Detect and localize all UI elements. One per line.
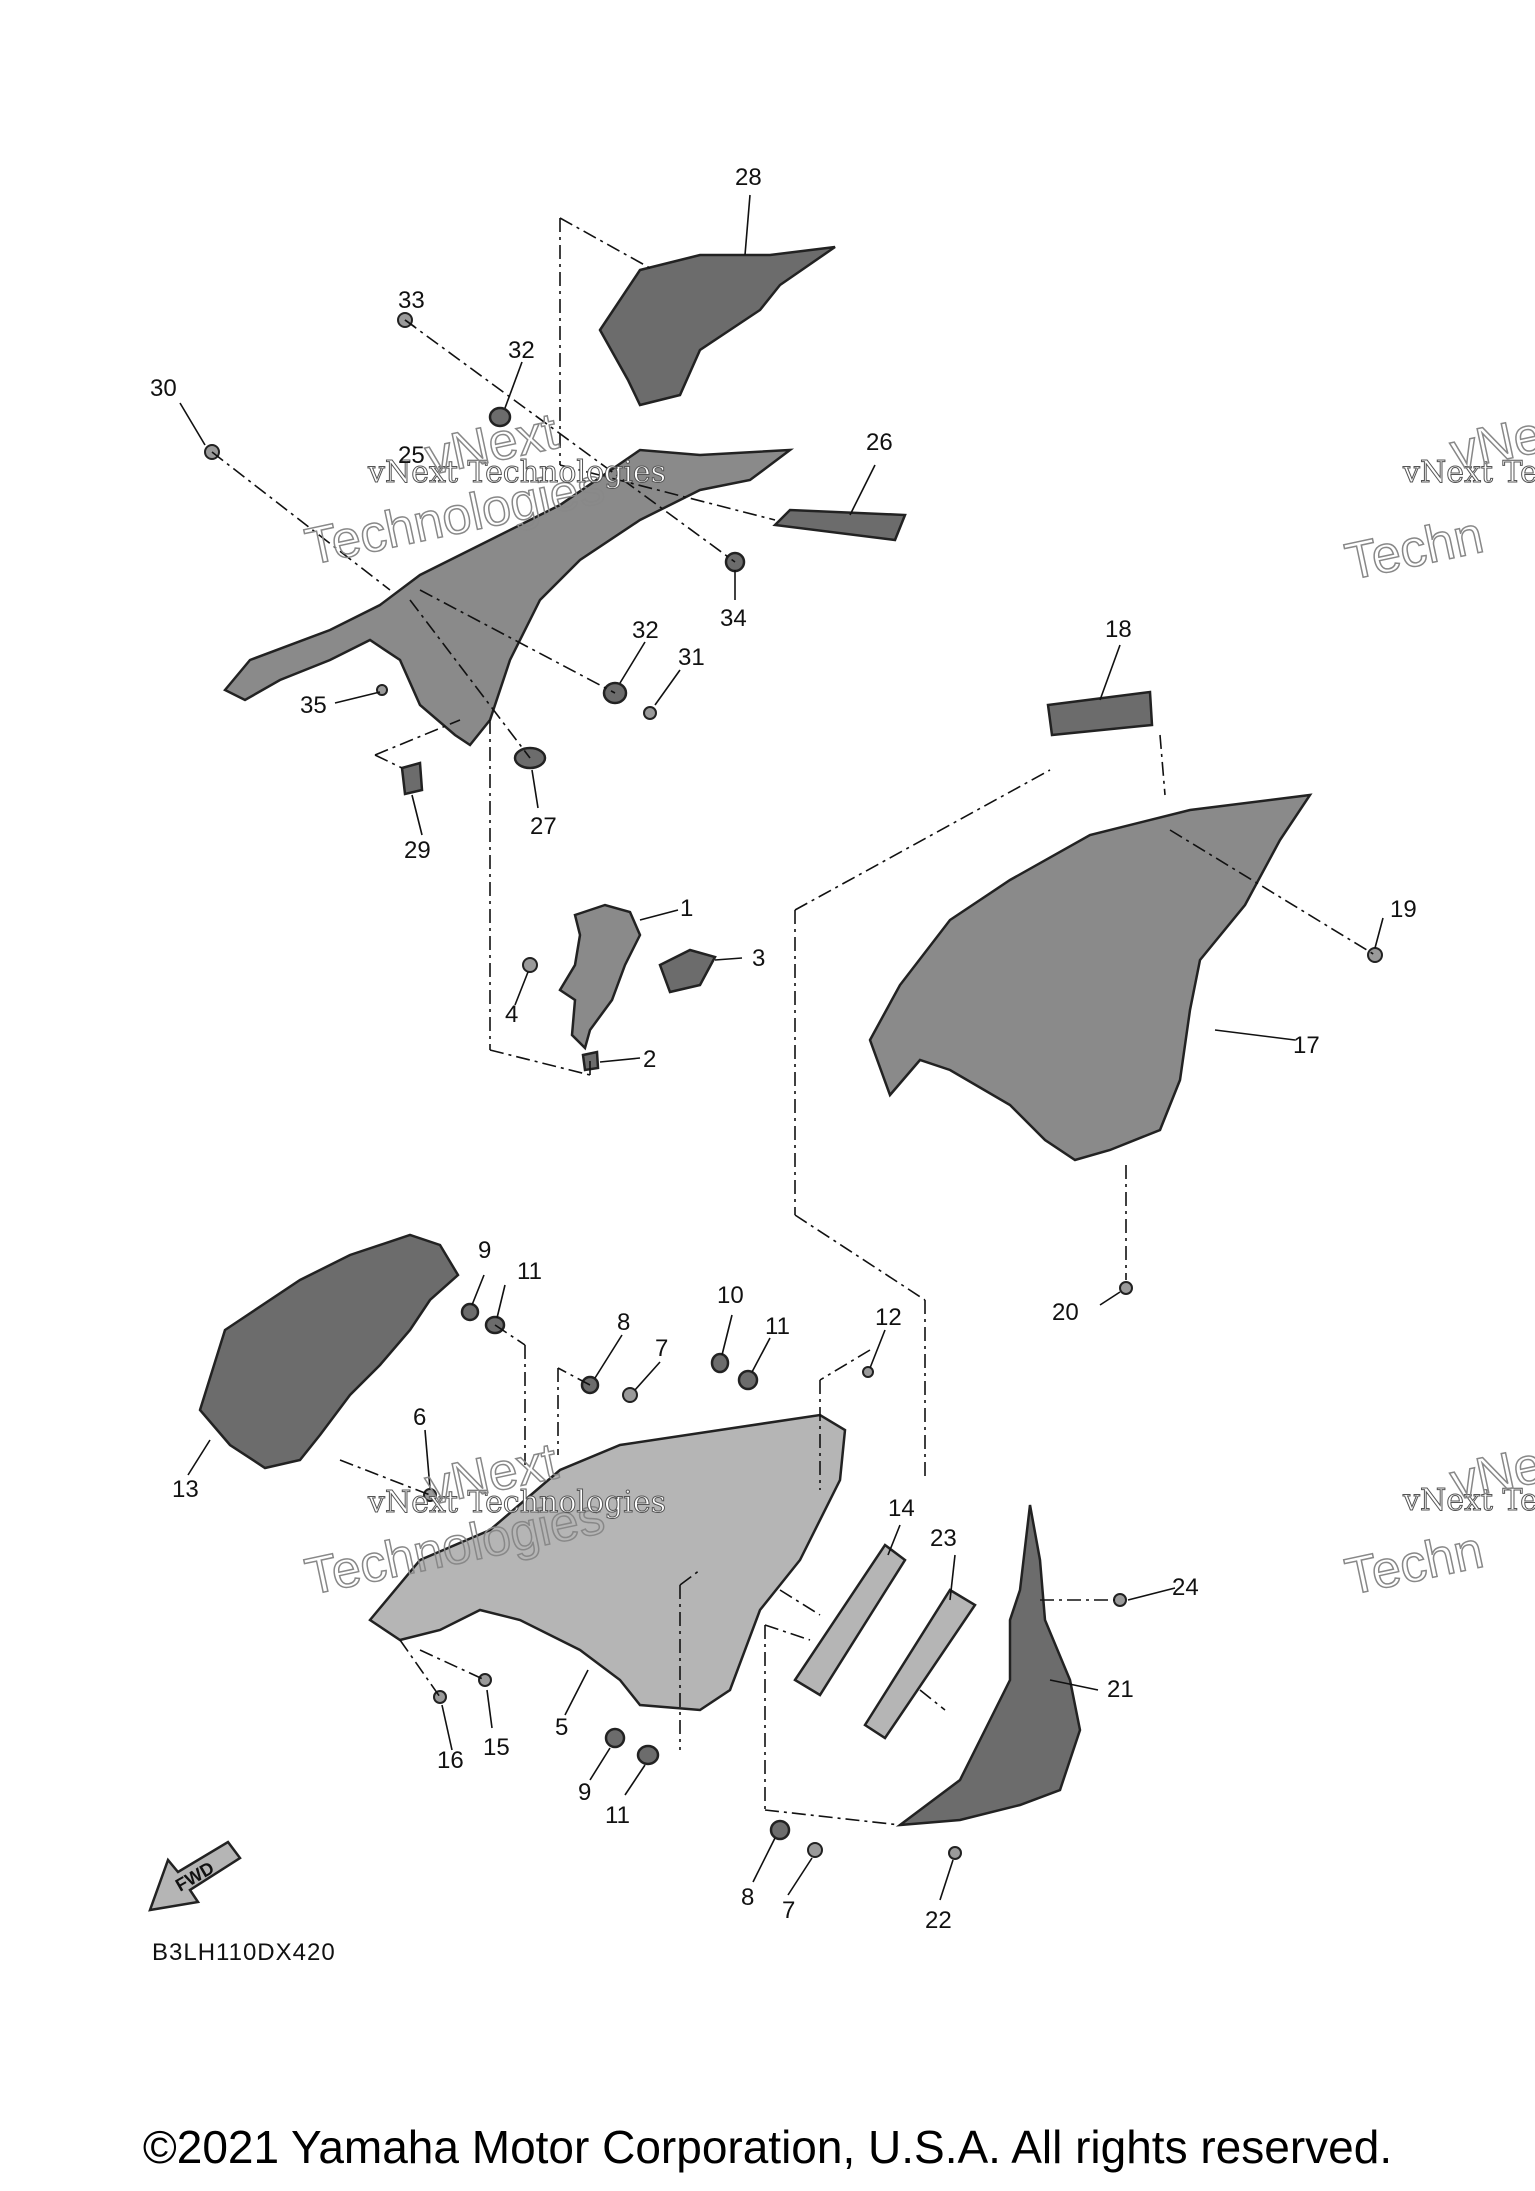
fwd-arrow: FWD <box>148 1840 242 1912</box>
part-32-grommet-a <box>488 406 512 428</box>
part-26-strip <box>772 508 907 542</box>
svg-text:vNext Technologies: vNext Technologies <box>367 455 666 490</box>
callout-8-b: 8 <box>741 1884 754 1911</box>
svg-text:vNext Te: vNext Te <box>1402 455 1535 490</box>
callout-33: 33 <box>398 287 425 314</box>
part-13-duct <box>198 1233 460 1470</box>
callout-28: 28 <box>735 164 762 191</box>
callout-29: 29 <box>404 837 431 864</box>
callout-12: 12 <box>875 1304 902 1331</box>
callout-15: 15 <box>483 1734 510 1761</box>
callout-2: 2 <box>643 1046 656 1073</box>
callout-14: 14 <box>888 1495 915 1522</box>
callout-11-b: 11 <box>765 1313 790 1340</box>
part-20-screw <box>1119 1281 1133 1295</box>
svg-text:Techn: Techn <box>1340 1521 1488 1607</box>
callout-13: 13 <box>172 1476 199 1503</box>
part-18-strip <box>1046 690 1154 737</box>
copyright-footer: ©2021 Yamaha Motor Corporation, U.S.A. A… <box>142 2121 1393 2173</box>
part-29-pad <box>400 761 424 796</box>
callout-35: 35 <box>300 692 327 719</box>
callout-11-c: 11 <box>605 1802 630 1829</box>
callout-1: 1 <box>680 895 693 922</box>
part-5-inner-panel <box>368 1413 847 1712</box>
part-23-strip <box>863 1588 977 1740</box>
callout-10: 10 <box>717 1282 744 1309</box>
callout-21: 21 <box>1107 1676 1134 1703</box>
part-12-clip <box>862 1366 874 1378</box>
callout-24: 24 <box>1172 1574 1199 1601</box>
part-10-grommet <box>710 1352 730 1374</box>
callout-34: 34 <box>720 605 747 632</box>
watermark-right-upper: Techn vNext Te vNe <box>1340 405 1535 592</box>
callout-23: 23 <box>930 1525 957 1552</box>
callout-9-a: 9 <box>478 1237 491 1264</box>
part-8-washer-b <box>769 1819 791 1841</box>
part-6-screw <box>423 1488 437 1502</box>
svg-text:vNext Technologies: vNext Technologies <box>367 1485 666 1520</box>
callout-22: 22 <box>925 1907 952 1934</box>
svg-text:Techn: Techn <box>1340 506 1488 592</box>
callout-25: 25 <box>398 442 425 469</box>
callout-17: 17 <box>1293 1032 1320 1059</box>
svg-text:vNext Te: vNext Te <box>1402 1483 1535 1518</box>
part-3-pad <box>658 948 717 994</box>
watermark-right-lower: Techn vNext Te vNe <box>1340 1435 1535 1607</box>
callout-6: 6 <box>413 1404 426 1431</box>
callout-11-a: 11 <box>517 1258 542 1285</box>
part-22-screw <box>948 1846 962 1860</box>
callout-labels: 28 33 32 30 25 26 34 32 31 35 27 29 1 3 … <box>150 164 1417 1934</box>
callout-3: 3 <box>752 945 765 972</box>
part-7-screw-a <box>622 1387 638 1403</box>
leader-lines <box>179 194 1384 1901</box>
callout-7-a: 7 <box>655 1335 668 1362</box>
callout-32-b: 32 <box>632 617 659 644</box>
part-15-screw <box>478 1673 492 1687</box>
part-25-upper-cowl <box>223 448 795 747</box>
part-17-side-cowl <box>868 793 1313 1162</box>
part-9-grommet-b <box>604 1727 626 1749</box>
part-4-screw <box>522 957 538 973</box>
callout-20: 20 <box>1052 1299 1079 1326</box>
part-11-nut-b <box>737 1369 759 1391</box>
callout-8-a: 8 <box>617 1309 630 1336</box>
part-24-screw <box>1113 1593 1127 1607</box>
drawing-code: B3LH110DX420 <box>152 1939 336 1966</box>
callout-16: 16 <box>437 1747 464 1774</box>
callout-7-b: 7 <box>782 1897 795 1924</box>
callout-26: 26 <box>866 429 893 456</box>
alignment-lines <box>211 217 1376 1826</box>
part-35-screw <box>376 684 388 696</box>
callout-19: 19 <box>1390 896 1417 923</box>
callout-32-a: 32 <box>508 337 535 364</box>
part-28-top-cover <box>598 245 836 407</box>
callout-4: 4 <box>505 1001 518 1028</box>
part-1-bracket <box>558 903 642 1051</box>
part-9-grommet-a <box>460 1302 480 1322</box>
part-7-screw-b <box>807 1842 823 1858</box>
part-14-strip <box>793 1543 907 1697</box>
part-19-screw <box>1367 947 1383 963</box>
callout-5: 5 <box>555 1714 568 1741</box>
part-21-lower-fairing <box>895 1504 1082 1827</box>
callout-31: 31 <box>678 644 705 671</box>
callout-30: 30 <box>150 375 177 402</box>
callout-18: 18 <box>1105 616 1132 643</box>
callout-9-b: 9 <box>578 1779 591 1806</box>
part-31-clip <box>643 706 657 720</box>
part-16-nut <box>433 1690 447 1704</box>
part-11-nut-c <box>636 1744 660 1766</box>
callout-27: 27 <box>530 813 557 840</box>
